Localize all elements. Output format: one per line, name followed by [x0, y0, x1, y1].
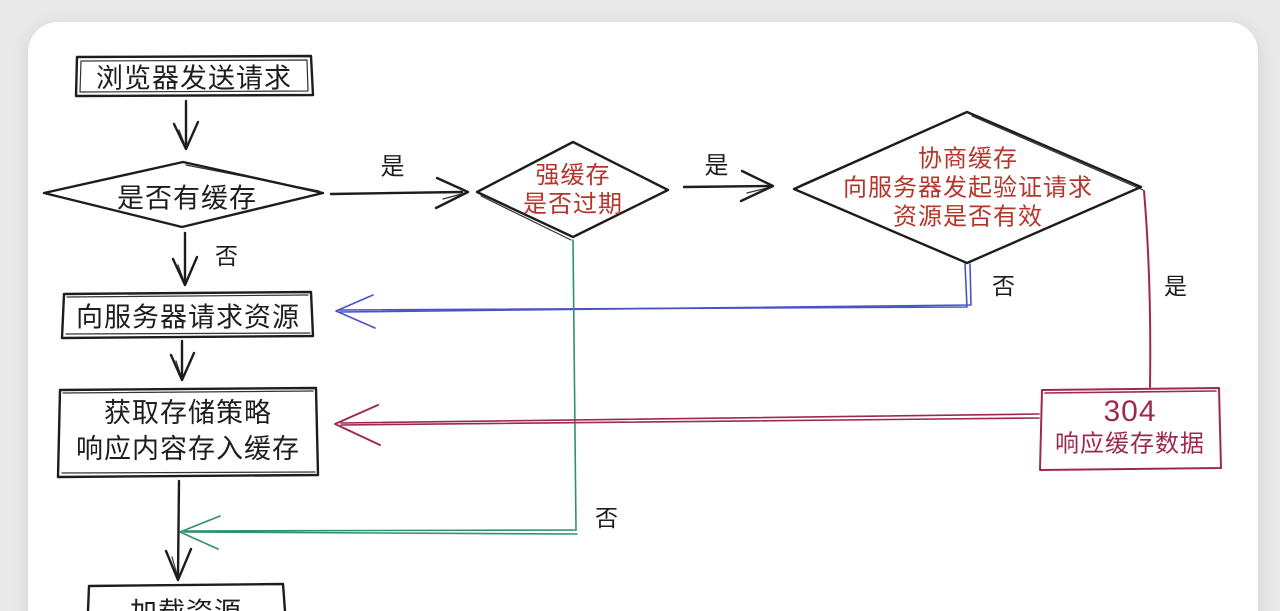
store-cache-box-echo-top [62, 390, 314, 394]
negotiate-diamond-label: 协商缓存 向服务器发起验证请求 资源是否有效 [843, 145, 1093, 232]
negotiate-diamond-echo-left [800, 112, 965, 186]
arrow-store-to-load [176, 479, 181, 578]
blue-arrow-negotiate-no-head [335, 294, 376, 329]
edge-label-negotiate-no: 否 [992, 273, 1016, 299]
blue-arrow-negotiate-no-line1 [338, 263, 968, 311]
negotiate-line1: 协商缓存 [918, 145, 1018, 173]
arrow-hascache-to-strongcache-head-echo [442, 192, 466, 200]
green-arrow-strongcache-no-head [179, 515, 221, 550]
strong-cache-line2: 是否过期 [523, 191, 623, 218]
request-resource-box-border [60, 290, 315, 340]
arrow-strongcache-to-negotiate [682, 184, 771, 189]
response-304-label: 响应缓存数据 [1055, 430, 1205, 458]
store-cache-line2: 响应内容存入缓存 [76, 434, 300, 464]
crimson-arrow-304-to-store-line1 [340, 413, 1040, 424]
crimson-arrow-304-to-store-head [334, 404, 381, 446]
load-resource-box-label: 加载资源 [130, 591, 242, 611]
has-cache-diamond-label: 是否有缓存 [117, 183, 257, 214]
strong-cache-line1: 强缓存 [535, 162, 611, 189]
arrow-hascache-to-strongcache [329, 190, 464, 196]
response-304-box-echo [1044, 390, 1217, 394]
arrow-hascache-to-request-head [171, 255, 199, 287]
store-cache-line1: 获取存储策略 [104, 398, 272, 428]
request-resource-box-echo-top [66, 294, 309, 298]
blue-arrow-negotiate-no-line2 [338, 263, 972, 313]
response-304-box-border [1039, 387, 1222, 471]
request-resource-box-label: 向服务器请求资源 [76, 302, 300, 333]
negotiate-diamond-echo-right [971, 115, 1144, 191]
arrow-store-to-load-head-echo [171, 556, 179, 579]
crimson-arrow-304-to-store-line2 [340, 417, 1040, 426]
load-resource-box-border [86, 582, 287, 611]
arrow-store-to-load-head [164, 547, 193, 582]
card-background [28, 22, 1258, 611]
request-resource-box-echo-bottom [65, 332, 311, 335]
arrow-strongcache-to-negotiate-head [739, 169, 775, 203]
strong-cache-diamond-echo [480, 195, 572, 241]
edge-label-has-cache-no: 否 [215, 243, 239, 269]
arrow-hascache-to-strongcache-head [434, 176, 470, 210]
edge-label-has-cache-yes: 是 [380, 153, 406, 181]
has-cache-diamond-echo [185, 164, 320, 192]
green-arrow-strongcache-no-line2 [183, 531, 578, 535]
negotiate-line2: 向服务器发起验证请求 [843, 174, 1093, 202]
negotiate-line3: 资源是否有效 [893, 203, 1043, 231]
green-arrow-strongcache-no-line1 [183, 529, 577, 532]
store-cache-box-border [56, 386, 320, 479]
arrow-request-to-store-head [169, 351, 196, 382]
start-box-label: 浏览器发送请求 [96, 63, 292, 94]
green-arrow-strongcache-no-vertical [572, 239, 577, 531]
arrow-strongcache-to-negotiate-head-echo [746, 186, 772, 194]
arrow-request-to-store-head-echo [175, 360, 183, 380]
start-box-border-echo [79, 59, 309, 93]
start-box-border [74, 54, 315, 98]
arrow-hascache-to-request-head-echo [177, 264, 186, 285]
edge-label-strong-cache-yes: 是 [704, 152, 730, 180]
edge-label-negotiate-yes: 是 [1164, 273, 1188, 299]
store-cache-box-label: 获取存储策略 响应内容存入缓存 [76, 395, 300, 467]
strong-cache-diamond-label: 强缓存 是否过期 [523, 161, 623, 219]
response-304-code: 304 [1103, 395, 1157, 428]
arrow-start-to-hascache-head-echo [178, 129, 187, 149]
edge-label-strong-cache-no: 否 [595, 505, 619, 531]
arrow-start-to-hascache-head [172, 120, 200, 151]
crimson-line-negotiate-yes [1143, 190, 1152, 388]
strong-cache-diamond [475, 140, 670, 239]
has-cache-diamond [42, 160, 325, 229]
store-cache-box-echo-bottom [61, 471, 316, 474]
